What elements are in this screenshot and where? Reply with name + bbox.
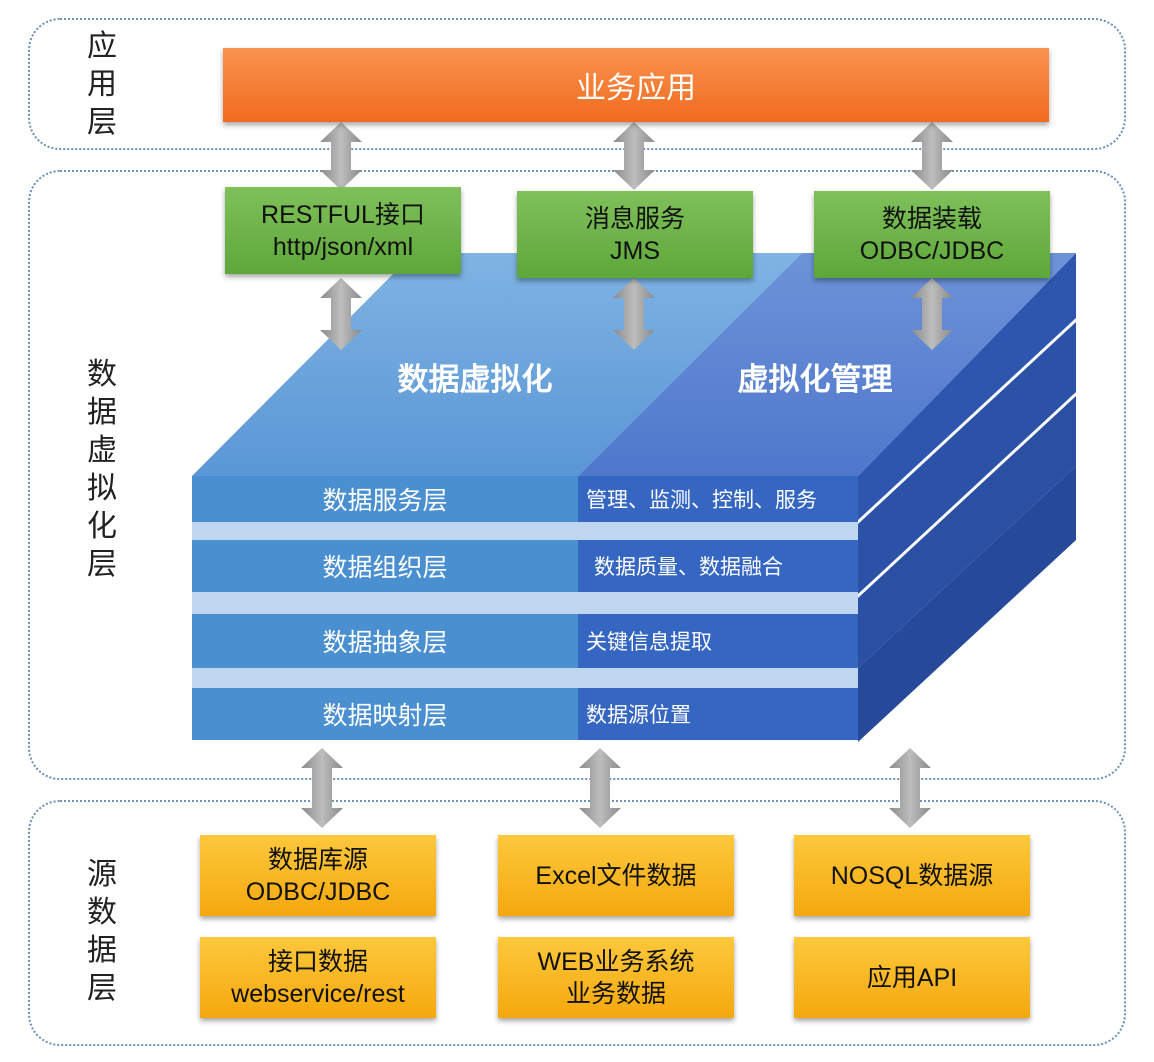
interface-restful-line2: http/json/xml <box>272 232 414 261</box>
source-interface-line1: 接口数据 <box>267 947 368 976</box>
layer-service-detail: 管理、监测、控制、服务 <box>586 488 817 512</box>
app-layer-label: 应用层 <box>87 29 117 140</box>
source-api-box: 应用API <box>794 937 1030 1018</box>
platform-left-title: 数据虚拟化 <box>397 362 553 398</box>
source-layer-zone <box>28 800 1126 1046</box>
layer-mapping-detail: 数据源位置 <box>586 703 691 727</box>
arrow-restful-platform <box>320 278 362 350</box>
layer-service-name: 数据服务层 <box>322 486 448 515</box>
interface-jms-box: 消息服务 JMS <box>517 191 753 278</box>
layer-mapping-name: 数据映射层 <box>322 701 448 730</box>
layer-abstract-name: 数据抽象层 <box>322 628 448 657</box>
arrow-platform-db <box>301 748 343 828</box>
platform-front-faces <box>192 476 858 740</box>
business-app-label: 业务应用 <box>576 72 696 105</box>
app-layer-zone <box>28 18 1126 150</box>
arrow-platform-excel <box>579 748 621 828</box>
source-database-box: 数据库源 ODBC/JDBC <box>200 835 436 916</box>
arrow-jms-platform <box>613 278 655 350</box>
source-database-line1: 数据库源 <box>267 845 368 874</box>
platform-right-title: 虚拟化管理 <box>737 362 893 398</box>
arrow-platform-nosql <box>889 748 931 828</box>
interface-jms-line1: 消息服务 <box>584 204 685 233</box>
layer-organize-detail: 数据质量、数据融合 <box>594 555 783 579</box>
source-api-line1: 应用API <box>866 963 958 992</box>
interface-restful-box: RESTFUL接口 http/json/xml <box>225 187 461 274</box>
interface-jdbc-line1: 数据装载 <box>881 204 982 233</box>
source-web-line2: 业务数据 <box>565 979 666 1008</box>
arrow-app-jms <box>613 122 655 190</box>
source-web-line1: WEB业务系统 <box>537 947 695 976</box>
source-nosql-line1: NOSQL数据源 <box>830 861 994 890</box>
arrow-jdbc-platform <box>911 278 953 350</box>
arrow-app-jdbc <box>911 122 953 190</box>
source-interface-line2: webservice/rest <box>231 979 405 1008</box>
virtualization-layer-zone <box>28 170 1126 780</box>
source-excel-box: Excel文件数据 <box>498 835 734 916</box>
platform-top-face <box>192 253 1076 476</box>
source-excel-line1: Excel文件数据 <box>535 861 697 890</box>
source-layer-label: 源数据层 <box>87 857 117 1006</box>
virtualization-layer-label: 数据虚拟化层 <box>87 357 117 582</box>
platform-side-faces <box>858 253 1076 742</box>
layer-organize-name: 数据组织层 <box>322 553 448 582</box>
source-web-box: WEB业务系统 业务数据 <box>498 937 734 1018</box>
source-nosql-box: NOSQL数据源 <box>794 835 1030 916</box>
business-app-box: 业务应用 <box>223 48 1049 122</box>
source-database-line2: ODBC/JDBC <box>245 877 391 906</box>
interface-restful-line1: RESTFUL接口 <box>261 200 425 229</box>
interface-jdbc-box: 数据装载 ODBC/JDBC <box>814 191 1050 278</box>
interface-jms-line2: JMS <box>610 236 660 265</box>
interface-jdbc-line2: ODBC/JDBC <box>859 236 1005 265</box>
layer-abstract-detail: 关键信息提取 <box>586 630 712 654</box>
flow-arrows <box>301 122 953 828</box>
arrow-app-restful <box>320 122 362 190</box>
source-interface-box: 接口数据 webservice/rest <box>200 937 436 1018</box>
